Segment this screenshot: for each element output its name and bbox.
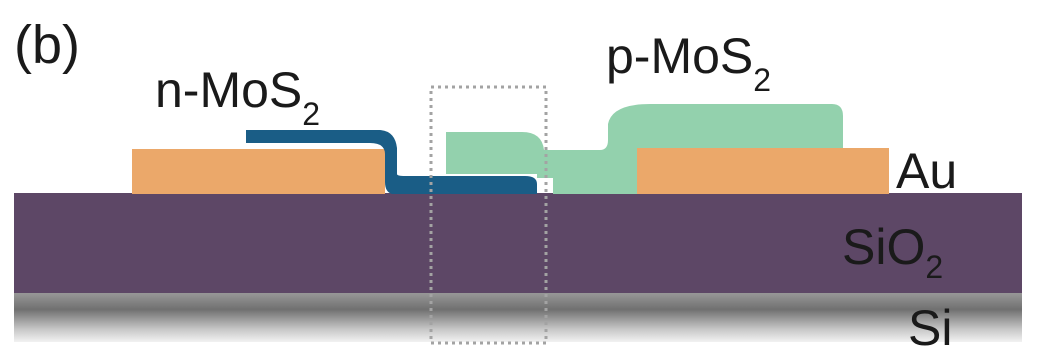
sio2-label-subscript: 2 bbox=[925, 249, 943, 285]
n-mos2-label-main: n-MoS bbox=[155, 62, 302, 118]
n-mos2-flake bbox=[246, 130, 537, 194]
sio2-label-main: SiO bbox=[842, 219, 925, 275]
p-mos2-label-subscript: 2 bbox=[753, 62, 771, 98]
au-left-electrode bbox=[132, 149, 385, 194]
p-mos2-label-main: p-MoS bbox=[606, 28, 753, 84]
au-label: Au bbox=[896, 143, 957, 199]
au-right-electrode bbox=[637, 148, 889, 194]
junction-region-outline bbox=[429, 85, 548, 345]
n-mos2-label-subscript: 2 bbox=[302, 96, 320, 132]
sio2-label: SiO2 bbox=[842, 219, 943, 285]
sio2-layer bbox=[14, 193, 1022, 293]
si-label: Si bbox=[908, 300, 952, 354]
panel-label: (b) bbox=[14, 15, 80, 75]
p-mos2-flake bbox=[446, 104, 843, 194]
n-mos2-label: n-MoS2 bbox=[155, 62, 320, 132]
p-mos2-label: p-MoS2 bbox=[606, 28, 771, 98]
si-layer bbox=[14, 292, 1022, 342]
